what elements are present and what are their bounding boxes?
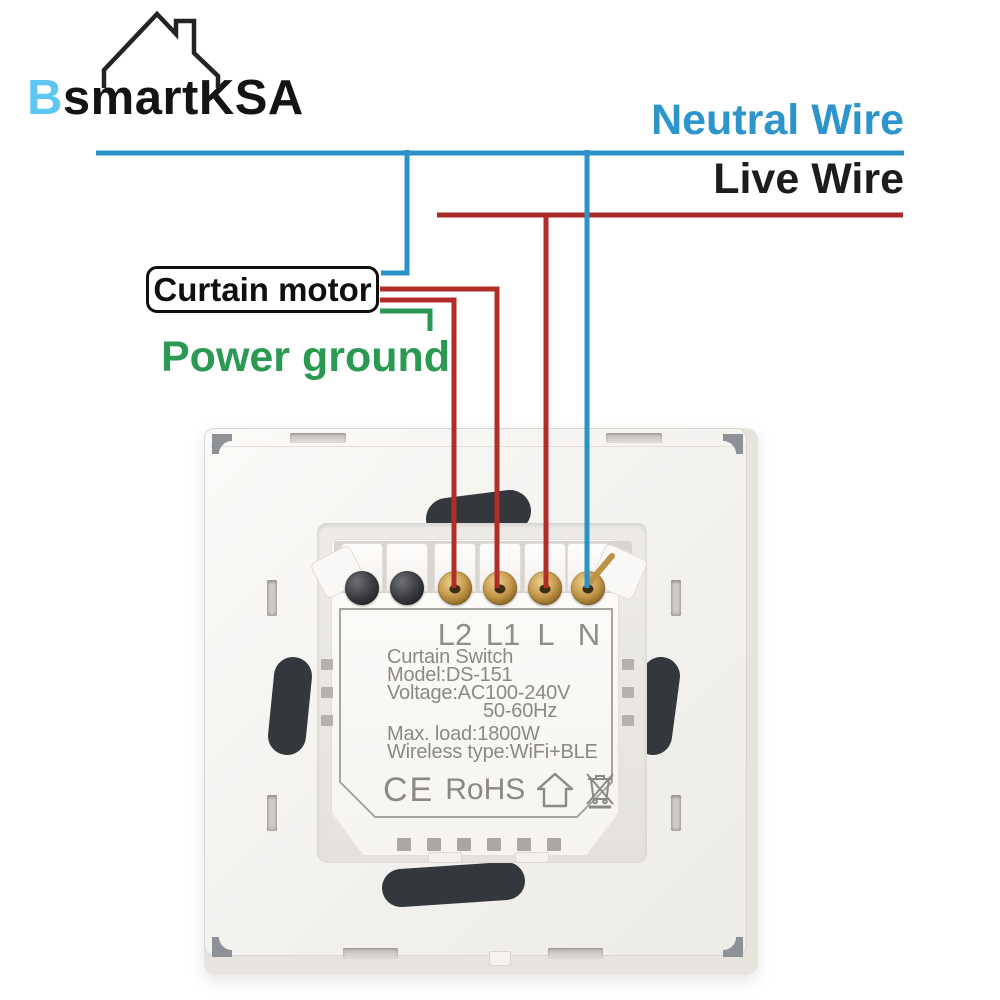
vent-slot xyxy=(517,838,531,851)
plate-clip-slot xyxy=(671,580,681,616)
vent-slot xyxy=(427,838,441,851)
device-wireless: Wireless type:WiFi+BLE xyxy=(387,741,598,763)
live-wire-label: Live Wire xyxy=(713,155,904,203)
module-clip xyxy=(622,659,634,670)
indoor-use-house-icon xyxy=(537,772,574,808)
plate-clip-slot xyxy=(267,580,277,616)
certification-row: CE RoHS xyxy=(383,771,615,809)
neutral-wire-label: Neutral Wire xyxy=(651,96,904,144)
plate-mounting-tab xyxy=(290,433,346,443)
terminal-screw-l2 xyxy=(438,571,472,605)
terminal-screw-unused xyxy=(345,571,379,605)
plate-corner-mark xyxy=(723,434,743,454)
plate-clip-slot xyxy=(671,795,681,831)
weee-crossed-out-bin-icon xyxy=(586,773,615,809)
brand-logo: BsmartKSA xyxy=(27,74,304,123)
vent-slot xyxy=(547,838,561,851)
plate-clip-slot xyxy=(267,795,277,831)
module-clip xyxy=(321,687,333,698)
logo-accent-letter: B xyxy=(27,71,63,125)
vent-slot xyxy=(487,838,501,851)
plate-bottom-notch xyxy=(489,951,511,966)
module-clip xyxy=(321,715,333,726)
plate-corner-mark xyxy=(723,937,743,957)
terminal-label-n: N xyxy=(577,617,601,652)
terminal-screw-unused xyxy=(390,571,424,605)
module-bottom-tab xyxy=(515,852,549,863)
plate-mounting-tab xyxy=(606,433,662,443)
curtain-motor-label-box: Curtain motor xyxy=(146,266,379,313)
vent-slot xyxy=(457,838,471,851)
plate-corner-mark xyxy=(212,937,232,957)
curtain-motor-label: Curtain motor xyxy=(153,270,372,308)
terminal-screw-l1 xyxy=(483,571,517,605)
module-bottom-tab xyxy=(428,852,462,863)
module-clip xyxy=(622,687,634,698)
module-clip xyxy=(622,715,634,726)
terminal-screw-n xyxy=(571,571,605,605)
module-clip xyxy=(321,659,333,670)
terminal-screw-l xyxy=(528,571,562,605)
logo-rest-text: smartKSA xyxy=(62,71,304,125)
plate-corner-mark xyxy=(212,434,232,454)
vent-slot xyxy=(397,838,411,851)
ce-mark: CE xyxy=(383,771,435,809)
terminal-label-l: L xyxy=(537,617,555,652)
plate-mounting-tab xyxy=(548,948,603,959)
neutral-wire-to-motor xyxy=(381,150,410,276)
plate-seam-line xyxy=(210,446,746,447)
ground-wire xyxy=(380,308,433,331)
plate-mounting-tab xyxy=(343,948,398,959)
device-frequency: 50-60Hz xyxy=(483,700,558,722)
rohs-mark: RoHS xyxy=(445,773,526,806)
device-info-block: Curtain Switch Model:DS-151 Voltage:AC10… xyxy=(387,647,598,763)
power-ground-label: Power ground xyxy=(161,333,451,381)
